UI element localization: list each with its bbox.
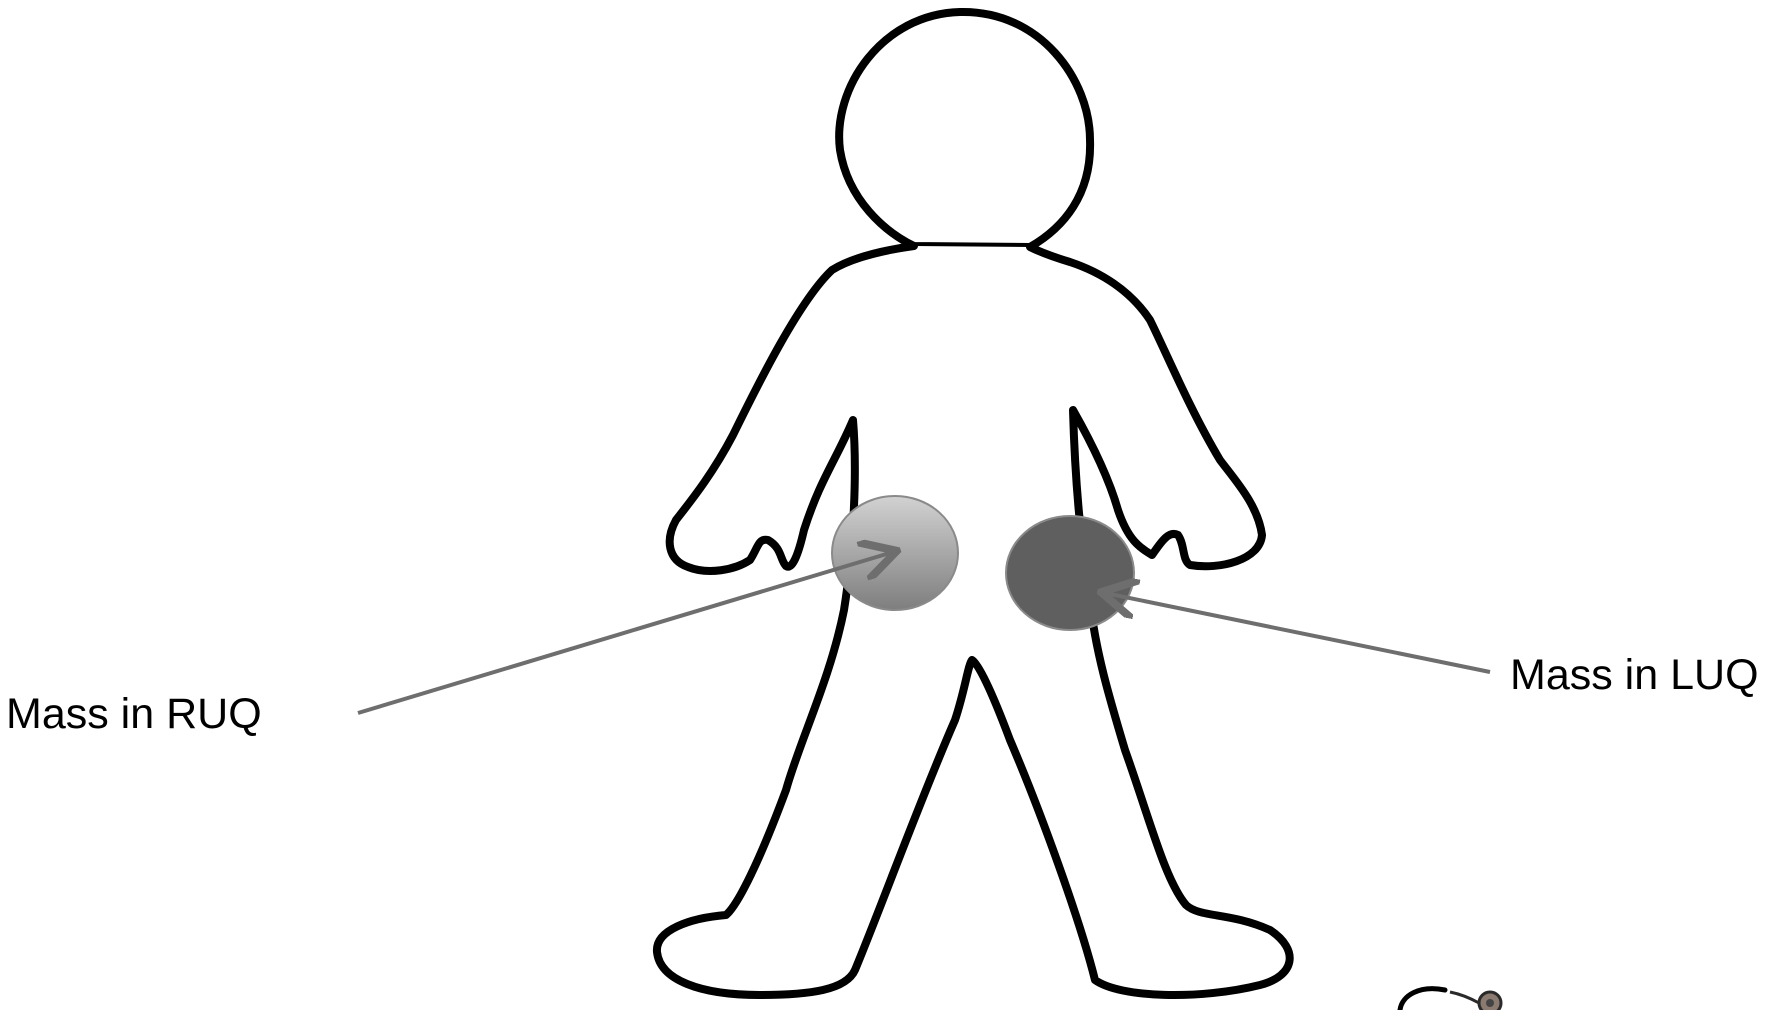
stethoscope-icon — [1400, 989, 1501, 1010]
ruq-mass — [832, 496, 958, 610]
ruq-arrow — [358, 552, 893, 713]
luq-arrow — [1105, 593, 1490, 672]
head-outline — [839, 12, 1090, 247]
body-outline — [657, 12, 1290, 995]
luq-mass-label: Mass in LUQ — [1510, 654, 1759, 697]
luq-mass — [1006, 516, 1134, 630]
torso-outline — [657, 246, 1290, 995]
ruq-mass-label: Mass in RUQ — [6, 693, 262, 736]
